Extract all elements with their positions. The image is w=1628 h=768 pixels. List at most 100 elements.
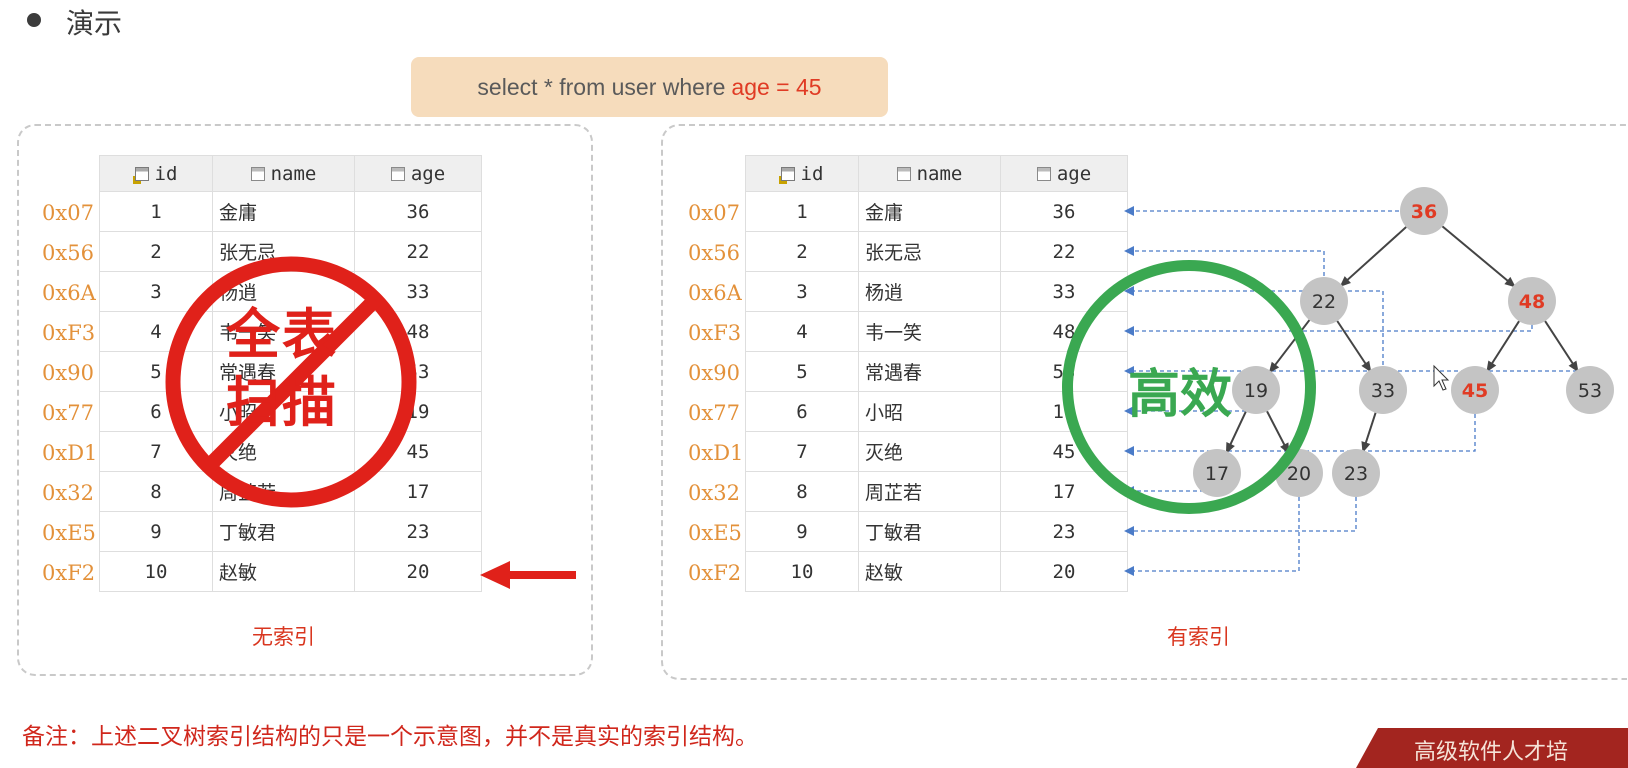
row-pointer-line	[1134, 400, 1476, 452]
row-pointer-line	[1134, 483, 1357, 532]
tree-node-key: 53	[1578, 380, 1602, 402]
cell-name: 金庸	[858, 191, 1001, 232]
row-address: 0x6A	[688, 281, 742, 305]
cell-age: 23	[354, 511, 482, 552]
edge-arrow-icon	[1504, 276, 1516, 288]
no-index-caption: 无索引	[252, 625, 315, 649]
cell-name: 赵敏	[212, 551, 355, 592]
cell-id: 10	[745, 551, 859, 592]
no-index-panel	[17, 124, 593, 676]
row-address: 0x07	[688, 201, 740, 225]
tree-node	[1300, 277, 1348, 325]
column-icon	[390, 167, 405, 181]
tree-node-key: 22	[1312, 291, 1336, 313]
column-header-age: age	[354, 155, 482, 192]
pointer-arrow-icon	[1124, 566, 1134, 576]
row-address: 0xE5	[42, 521, 96, 545]
primary-key-icon	[780, 167, 795, 181]
column-header-age: age	[1000, 155, 1128, 192]
edge-arrow-icon	[1339, 276, 1351, 287]
tree-node-key: 23	[1344, 463, 1368, 485]
row-address: 0x56	[688, 241, 740, 265]
column-header-name: name	[858, 155, 1001, 192]
mouse-cursor-icon	[1433, 364, 1450, 391]
tree-node	[1508, 277, 1556, 325]
row-address: 0x32	[42, 481, 94, 505]
page-title: 演示	[66, 7, 123, 40]
row-address: 0x77	[42, 401, 94, 425]
pointer-arrow-icon	[1124, 246, 1134, 256]
cell-age: 17	[354, 471, 482, 512]
footnote: 备注：上述二叉树索引结构的只是一个示意图，并不是真实的索引结构。	[22, 724, 758, 750]
sql-query-box: select * from user where age = 45	[411, 57, 888, 117]
row-address: 0x90	[688, 361, 740, 385]
tree-node	[1359, 366, 1407, 414]
tree-edge	[1363, 412, 1377, 448]
cell-name: 赵敏	[858, 551, 1001, 592]
bullet-dot	[27, 13, 41, 27]
row-address: 0xE5	[688, 521, 742, 545]
row-address: 0xF2	[688, 561, 742, 585]
column-icon	[1036, 167, 1051, 181]
row-pointer-line	[1134, 483, 1300, 572]
row-pointer-line	[1134, 250, 1325, 311]
edge-arrow-icon	[1486, 360, 1497, 373]
efficient-stamp-text: 高效	[1128, 365, 1233, 425]
tree-node	[1332, 449, 1380, 497]
cell-age: 22	[354, 231, 482, 272]
tree-edge	[1544, 320, 1577, 368]
row-address: 0xF2	[42, 561, 96, 585]
sql-prefix: select * from user where	[477, 73, 726, 100]
sql-condition: age = 45	[731, 73, 822, 100]
tree-edge	[1343, 226, 1407, 284]
cell-age: 36	[1000, 191, 1128, 232]
cell-age: 53	[354, 351, 482, 392]
tree-node	[1400, 187, 1448, 235]
cell-name: 灭绝	[858, 431, 1001, 472]
tree-edge	[1441, 225, 1512, 285]
column-header-name: name	[212, 155, 355, 192]
row-address: 0x32	[688, 481, 740, 505]
cell-age: 20	[354, 551, 482, 592]
cell-name: 常遇春	[858, 351, 1001, 392]
tree-node-key: 36	[1411, 201, 1437, 223]
edge-arrow-icon	[1361, 441, 1371, 454]
efficient-stamp-circle	[1062, 260, 1316, 514]
row-address: 0x56	[42, 241, 94, 265]
pointer-arrow-icon	[1124, 526, 1134, 536]
cell-name: 张无忌	[858, 231, 1001, 272]
tree-edge	[1488, 320, 1520, 368]
row-address: 0xF3	[688, 321, 742, 345]
tree-node-key: 48	[1519, 291, 1545, 313]
brand-banner: 高级软件人才培	[1356, 728, 1628, 768]
cell-name: 韦一笑	[858, 311, 1001, 352]
cell-id: 2	[99, 231, 213, 272]
cell-id: 1	[745, 191, 859, 232]
edge-arrow-icon	[1361, 360, 1372, 373]
tree-node	[1451, 366, 1499, 414]
tree-node-key: 20	[1287, 463, 1311, 485]
tree-node-key: 45	[1462, 380, 1488, 402]
cell-age: 19	[354, 391, 482, 432]
prohibited-icon	[165, 256, 417, 508]
column-icon	[250, 167, 265, 181]
row-pointer-line	[1134, 210, 1425, 221]
cell-id: 9	[745, 511, 859, 552]
cell-name: 周芷若	[858, 471, 1001, 512]
with-index-caption: 有索引	[1167, 625, 1230, 649]
full-scan-stamp-line2: 扫描	[226, 371, 338, 434]
row-address: 0xF3	[42, 321, 96, 345]
row-address: 0xD1	[688, 441, 744, 465]
tree-node-key: 33	[1371, 380, 1395, 402]
full-scan-stamp-line1: 全表	[226, 303, 338, 366]
row-address: 0x90	[42, 361, 94, 385]
edge-arrow-icon	[1568, 360, 1579, 373]
column-header-id: id	[745, 155, 859, 192]
